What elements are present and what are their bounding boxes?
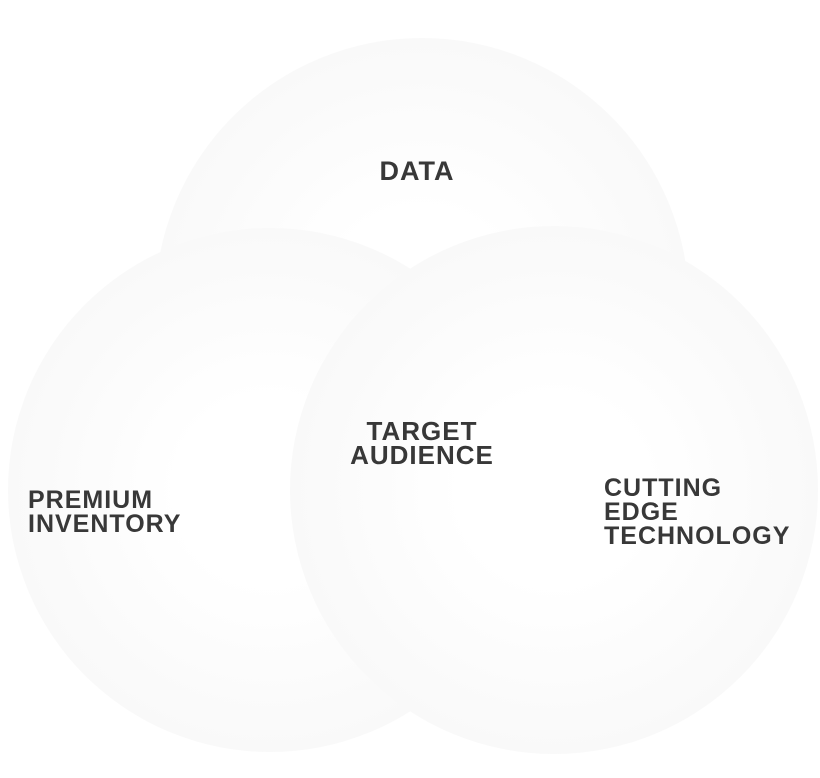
label-target-audience-line2: AUDIENCE [350, 440, 494, 470]
label-data: DATA [379, 156, 455, 186]
label-target-audience: TARGET AUDIENCE [350, 416, 494, 470]
label-cutting-edge-technology-line3: TECHNOLOGY [604, 522, 791, 550]
label-cutting-edge-technology: CUTTING EDGE TECHNOLOGY [604, 474, 791, 550]
venn-circle-cutting-edge-technology [290, 226, 818, 754]
label-premium-inventory-line2: INVENTORY [28, 510, 182, 538]
label-target-audience-line1: TARGET [366, 416, 478, 446]
label-premium-inventory-line1: PREMIUM [28, 486, 154, 514]
label-premium-inventory: PREMIUM INVENTORY [28, 486, 182, 538]
label-cutting-edge-technology-line2: EDGE [604, 498, 679, 526]
label-cutting-edge-technology-line1: CUTTING [604, 474, 723, 502]
